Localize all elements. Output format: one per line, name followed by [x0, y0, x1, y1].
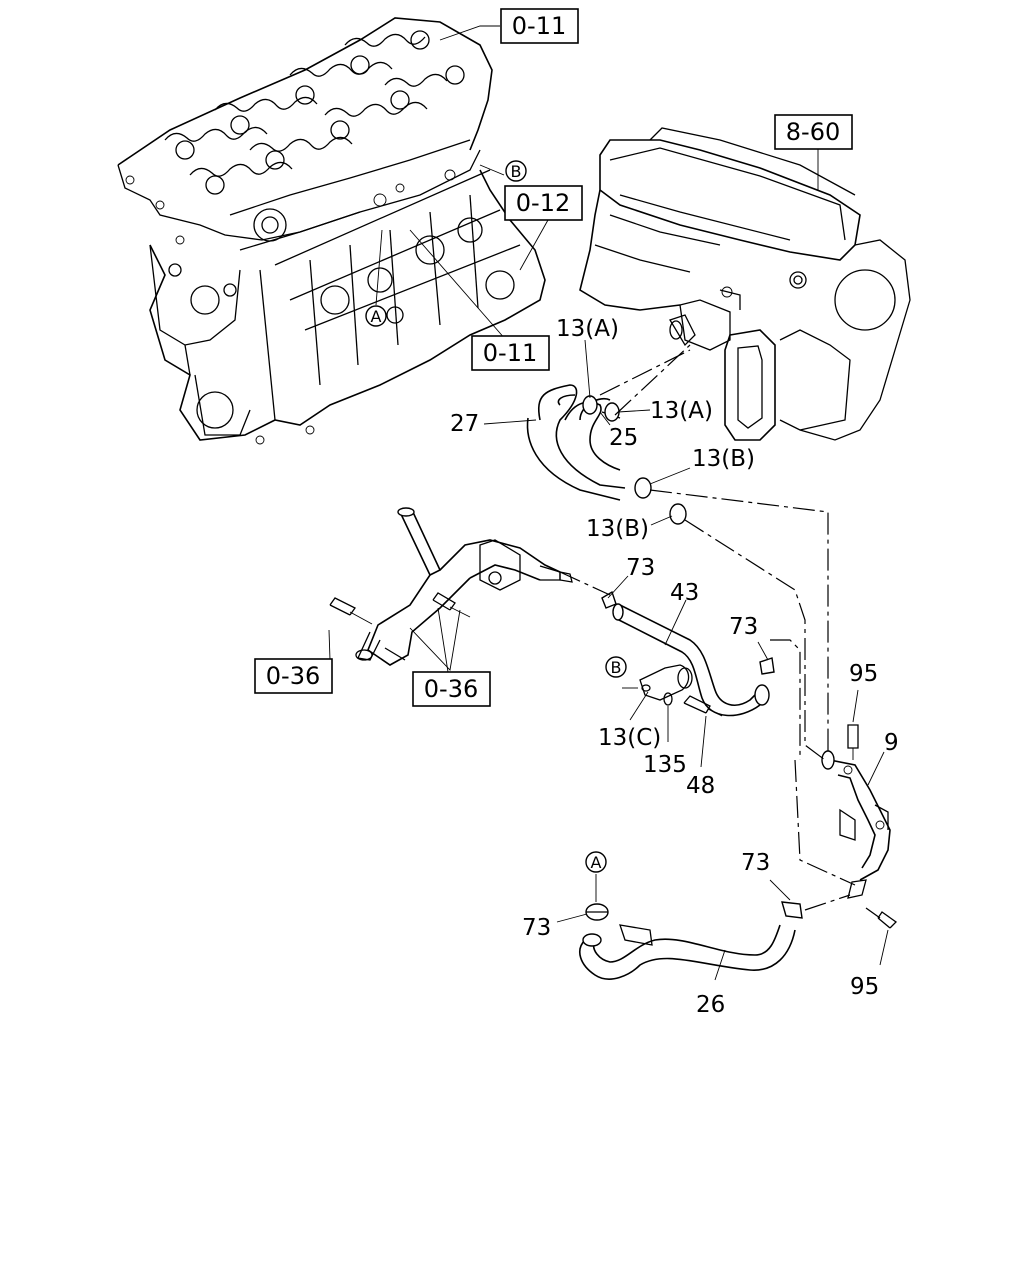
svg-text:0-36: 0-36 [424, 675, 478, 703]
ref-box-engine-bottom[interactable]: 0-11 [471, 335, 550, 371]
leader-lines [328, 25, 889, 981]
label-73-lower: 73 [741, 850, 770, 876]
label-26: 26 [696, 992, 725, 1018]
circle-ref-a-hose: A [585, 851, 607, 873]
label-25: 25 [609, 425, 638, 451]
label-13b-bottom: 13(B) [586, 516, 649, 542]
ref-box-intake-manifold[interactable]: 8-60 [774, 114, 853, 150]
svg-text:0-11: 0-11 [512, 12, 566, 40]
label-73-hose26: 73 [522, 915, 551, 941]
ref-box-bolt-right[interactable]: 0-36 [412, 671, 491, 707]
label-73-pipe: 73 [626, 555, 655, 581]
engine-block-illustration [117, 17, 546, 445]
svg-text:A: A [591, 853, 602, 872]
label-135: 135 [643, 752, 687, 778]
svg-text:B: B [511, 162, 522, 181]
label-13a-top: 13(A) [556, 316, 619, 342]
ref-box-engine-top[interactable]: 0-11 [500, 8, 579, 44]
ref-box-engine-side[interactable]: 0-12 [504, 185, 583, 221]
svg-text:0-11: 0-11 [483, 339, 537, 367]
label-95-top: 95 [849, 661, 878, 687]
pipe-9 [781, 724, 898, 929]
svg-text:A: A [371, 307, 382, 326]
circle-ref-a-engine: A [365, 305, 387, 327]
connection-lines [559, 344, 856, 911]
svg-text:B: B [611, 658, 622, 677]
hose-26 [579, 903, 796, 980]
intake-manifold-illustration [579, 127, 911, 441]
water-pipe-assembly [329, 507, 573, 666]
ref-box-bolt-left[interactable]: 0-36 [254, 658, 333, 694]
svg-text:0-12: 0-12 [516, 189, 570, 217]
svg-text:8-60: 8-60 [786, 118, 840, 146]
circle-ref-b-clamp: B [605, 656, 627, 678]
label-13c: 13(C) [598, 725, 661, 751]
label-95-bottom: 95 [850, 974, 879, 1000]
label-48: 48 [686, 773, 715, 799]
hose-43-and-clamp [601, 590, 775, 717]
label-13b-top: 13(B) [692, 446, 755, 472]
label-27: 27 [450, 411, 479, 437]
label-73-hose43: 73 [729, 614, 758, 640]
label-13a-right: 13(A) [650, 398, 713, 424]
label-9: 9 [884, 730, 899, 756]
label-43: 43 [670, 580, 699, 606]
svg-text:0-36: 0-36 [266, 662, 320, 690]
circle-ref-b-engine: B [505, 160, 527, 182]
